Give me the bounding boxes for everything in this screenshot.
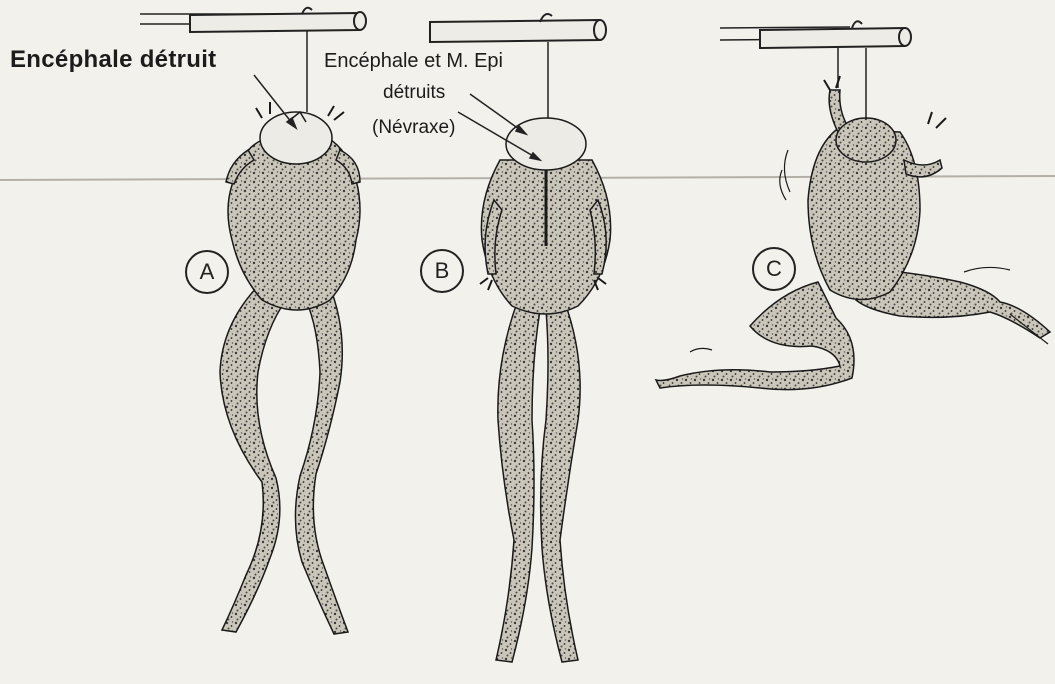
frog-b-head [506,118,586,170]
frog-b-leg-right [541,300,580,662]
frog-a-leg-left [220,282,286,632]
frog-a [220,102,360,634]
rod-c [720,21,911,120]
panel-marker-a: A [185,250,229,294]
frog-a-leg-right [295,282,348,634]
label-frog-b-line2: détruits [383,82,445,104]
label-frog-b-line3: (Névraxe) [372,117,455,139]
frog-a-head [260,112,332,164]
frog-c [656,76,1050,390]
panel-marker-c: C [752,247,796,291]
label-frog-a: Encéphale détruit [10,46,216,74]
frog-c-head [836,118,896,162]
label-frog-b-line1: Encéphale et M. Epi [324,50,503,73]
frog-c-leg-left [656,282,854,390]
frog-b-leg-left [496,300,540,662]
panel-marker-b: B [420,249,464,293]
frog-c-arm-right [904,160,942,177]
frog-b [480,118,611,662]
